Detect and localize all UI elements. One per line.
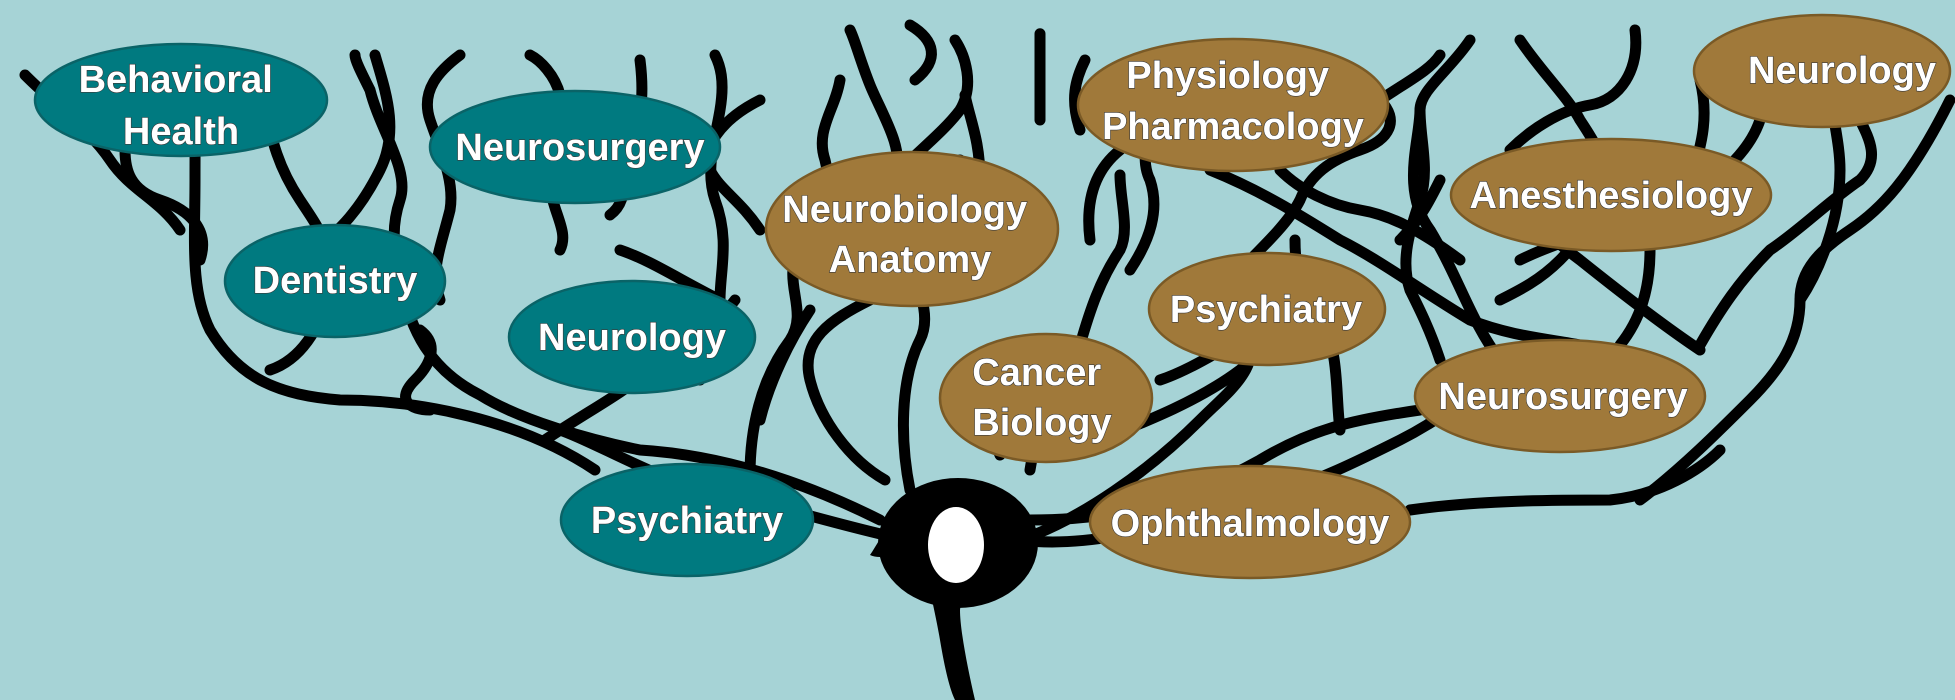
node-label: Anesthesiology [1470,175,1753,217]
node-label-line: Anatomy [829,239,992,281]
node-label-line: Pharmacology [1102,106,1364,148]
node-neurobiology-anatomy: Neurobiology Anatomy [766,152,1058,306]
node-label: Psychiatry [591,500,783,542]
dendrite-branch [1410,450,1720,510]
dendrite-branch [910,25,931,80]
node-psychiatry-left: Psychiatry [561,464,813,576]
node-label-line: Cancer [972,352,1101,394]
node-label: Neurology [538,317,726,359]
node-label: Dentistry [253,260,418,302]
node-label: Neurosurgery [455,127,704,169]
node-neurology-right: Neurology [1694,15,1950,127]
node-psychiatry-right: Psychiatry [1149,253,1385,365]
node-anesthesiology: Anesthesiology [1451,139,1771,251]
node-cancer-biology: Cancer Biology [940,334,1152,462]
node-label-line: Physiology [1126,55,1329,97]
node-label: Ophthalmology [1111,503,1390,545]
neuron-soma [870,478,1038,700]
node-behavioral-health: Behavioral Health [35,44,327,156]
node-label-line: Neurobiology [782,189,1027,231]
node-neurology-left: Neurology [509,281,755,393]
node-physiology-pharmacology: Physiology Pharmacology [1078,39,1388,171]
node-label-line: Biology [972,402,1111,444]
node-dentistry: Dentistry [225,225,445,337]
soma-nucleus [928,507,984,583]
node-neurosurgery-right: Neurosurgery [1415,340,1705,452]
dendrite-branch [760,310,810,420]
node-label-line: Behavioral [79,59,273,101]
node-label: Neurosurgery [1438,376,1687,418]
node-label: Neurology [1748,50,1936,92]
node-label-line: Health [123,111,239,153]
dendrite-branch [315,55,390,250]
node-neurosurgery-left: Neurosurgery [430,91,720,203]
node-label: Psychiatry [1170,289,1362,331]
node-ophthalmology: Ophthalmology [1090,466,1410,578]
